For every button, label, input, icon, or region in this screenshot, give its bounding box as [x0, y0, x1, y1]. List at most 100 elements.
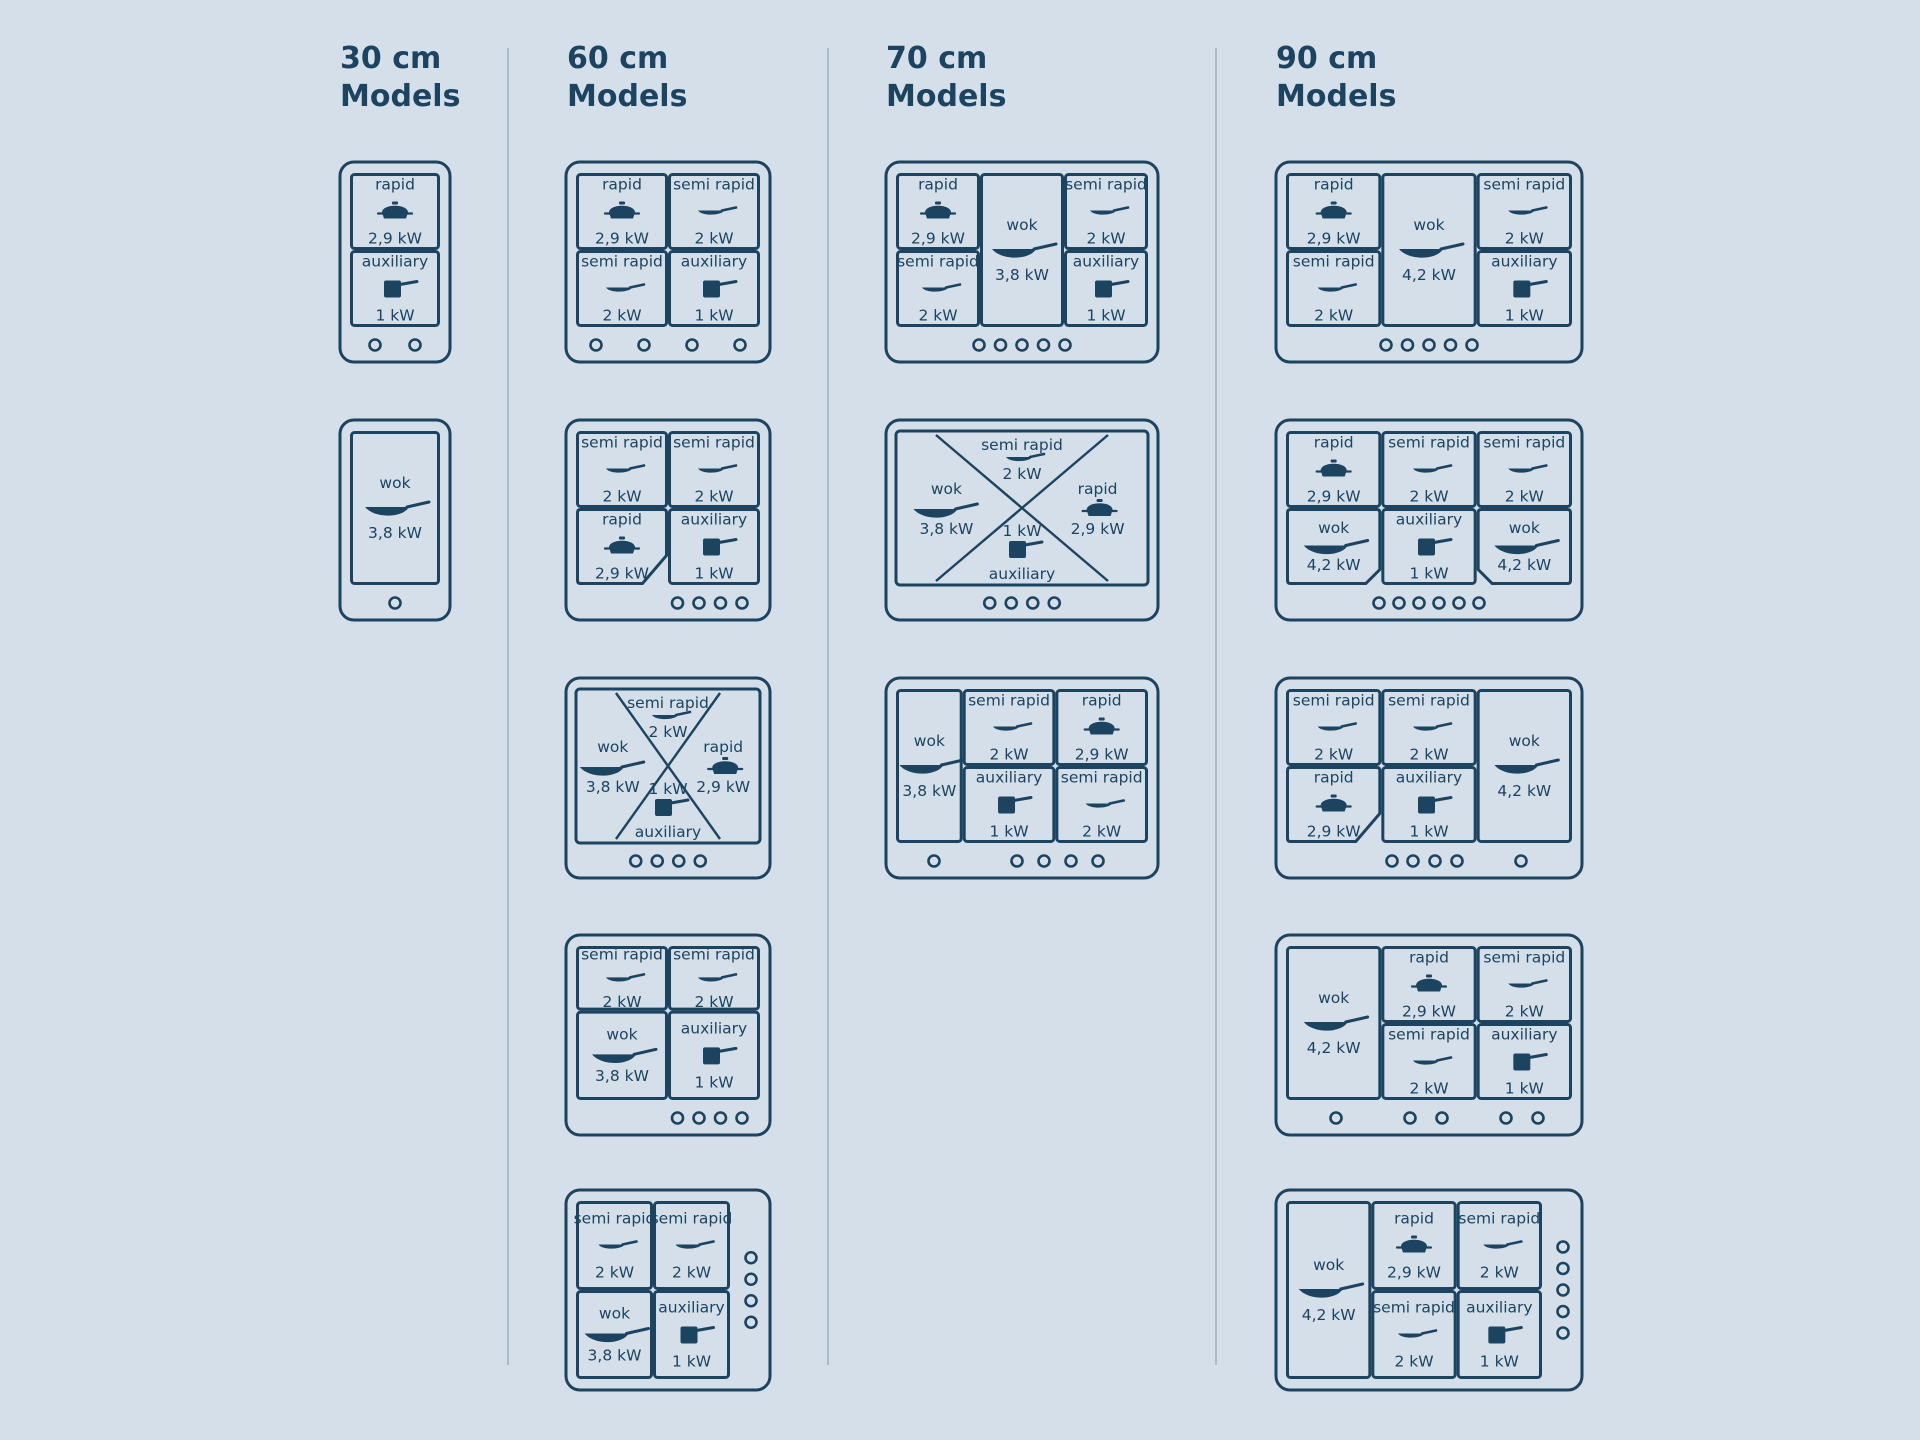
burner-power: 1 kW	[1086, 307, 1125, 325]
control-knob-icon[interactable]	[650, 854, 665, 868]
control-knob-icon[interactable]	[1379, 338, 1393, 352]
semi-rapid-pan-icon	[922, 283, 962, 292]
control-knob-icon[interactable]	[993, 338, 1008, 352]
control-knob-icon[interactable]	[1556, 1240, 1570, 1254]
burner-power: 2,9 kW	[1387, 1264, 1441, 1282]
control-knob-icon[interactable]	[685, 338, 699, 352]
control-knob-icon[interactable]	[670, 596, 685, 610]
control-knob-icon[interactable]	[1556, 1261, 1570, 1276]
control-knob-icon[interactable]	[408, 338, 422, 352]
control-knob-icon[interactable]	[713, 596, 728, 610]
control-knob-icon[interactable]	[1514, 854, 1528, 868]
burner-power: 4,2 kW	[1497, 782, 1551, 800]
heading-30cm-line1: 30 cm	[340, 41, 441, 76]
control-knob-icon[interactable]	[1412, 596, 1426, 610]
control-knob-icon[interactable]	[1329, 1111, 1343, 1125]
control-knob-icon[interactable]	[1037, 854, 1051, 868]
control-knob-icon[interactable]	[1047, 596, 1062, 610]
control-knob-icon[interactable]	[1015, 338, 1029, 352]
burner-power: 2,9 kW	[911, 230, 965, 248]
control-knob-icon[interactable]	[1403, 1111, 1417, 1125]
control-knob-icon[interactable]	[1400, 338, 1415, 352]
control-knob-icon[interactable]	[1036, 338, 1051, 352]
control-knob-icon[interactable]	[368, 338, 382, 352]
control-knob-icon[interactable]	[1372, 596, 1386, 610]
hob-outline	[564, 160, 772, 364]
control-knob-icon[interactable]	[628, 854, 643, 868]
control-knob-icon[interactable]	[1406, 854, 1420, 868]
control-knob-icon[interactable]	[1025, 596, 1040, 610]
control-knob-icon[interactable]	[744, 1272, 758, 1287]
control-knob-icon[interactable]	[1452, 596, 1466, 610]
burner-label: semi rapid	[897, 253, 979, 271]
control-knob-icon[interactable]	[388, 596, 402, 610]
control-knob-icon[interactable]	[1556, 1304, 1570, 1319]
control-knob-icon[interactable]	[1392, 596, 1406, 610]
control-knob-icon[interactable]	[1064, 854, 1078, 868]
control-knob-icon[interactable]	[1499, 1111, 1513, 1125]
control-knob-icon[interactable]	[1091, 854, 1105, 868]
control-knob-icon[interactable]	[744, 1250, 758, 1265]
heading-30cm-line2: Models	[340, 79, 460, 114]
control-knob-icon[interactable]	[1465, 338, 1479, 352]
burner-label: wok	[931, 480, 962, 498]
burner-label: auxiliary	[1491, 1026, 1557, 1044]
control-knob-icon[interactable]	[589, 338, 603, 352]
burner-power: 1 kW	[1505, 307, 1544, 325]
burner-label: semi rapid	[1388, 1026, 1470, 1044]
control-knob-icon[interactable]	[982, 596, 997, 610]
semi-rapid-pan-icon	[1006, 452, 1046, 462]
control-knob-icon[interactable]	[972, 338, 986, 352]
burner-label: wok	[1509, 732, 1540, 750]
control-knob-icon[interactable]	[1435, 1111, 1449, 1125]
control-knob-icon[interactable]	[1422, 338, 1436, 352]
control-knob-icon[interactable]	[692, 596, 706, 610]
control-knob-icon[interactable]	[1556, 1326, 1570, 1340]
control-knob-icon[interactable]	[1450, 854, 1464, 868]
burner-label: wok	[606, 1025, 637, 1043]
control-knob-icon[interactable]	[927, 854, 941, 868]
control-knob-icon[interactable]	[1531, 1111, 1545, 1125]
control-knob-icon[interactable]	[671, 854, 686, 868]
control-knob-icon[interactable]	[637, 338, 651, 352]
control-knob-icon[interactable]	[1428, 854, 1442, 868]
wok-pan-icon	[899, 758, 965, 774]
control-knob-icon[interactable]	[1385, 854, 1399, 868]
rapid-pot-icon	[603, 536, 641, 554]
burner-label: wok	[1318, 519, 1349, 537]
control-knob-icon[interactable]	[735, 1111, 749, 1125]
control-knob-icon[interactable]	[1058, 338, 1072, 352]
burner-power: 2,9 kW	[696, 778, 750, 796]
burner-power: 3,8 kW	[919, 520, 973, 538]
cooking-zone	[576, 1201, 653, 1290]
control-knob-icon[interactable]	[1432, 596, 1446, 610]
control-knob-icon[interactable]	[744, 1315, 758, 1330]
control-knob-icon[interactable]	[713, 1111, 728, 1125]
control-knob-icon[interactable]	[693, 854, 708, 868]
burner-power: 2 kW	[595, 1264, 634, 1282]
burner-wok: wok 3,8 kW	[913, 480, 979, 538]
control-knob-icon[interactable]	[692, 1111, 706, 1125]
control-knob-icon[interactable]	[735, 596, 749, 610]
burner-label: rapid	[703, 738, 743, 756]
control-knob-icon[interactable]	[1443, 338, 1458, 352]
control-knob-icon[interactable]	[1004, 596, 1019, 610]
auxiliary-saucepan-icon	[703, 280, 738, 298]
burner-label: semi rapid	[673, 176, 755, 194]
wok-pan-icon	[592, 1047, 658, 1063]
burner-power: 2 kW	[1314, 746, 1353, 764]
control-knob-icon[interactable]	[1556, 1283, 1570, 1297]
control-knob-icon[interactable]	[744, 1293, 758, 1308]
control-knob-icon[interactable]	[733, 338, 747, 352]
burner-label: rapid	[602, 511, 642, 529]
control-knob-icon[interactable]	[1472, 596, 1486, 610]
semi-rapid-pan-icon	[1413, 464, 1453, 473]
control-knob-icon[interactable]	[1010, 854, 1024, 868]
control-knob-icon[interactable]	[670, 1111, 685, 1125]
